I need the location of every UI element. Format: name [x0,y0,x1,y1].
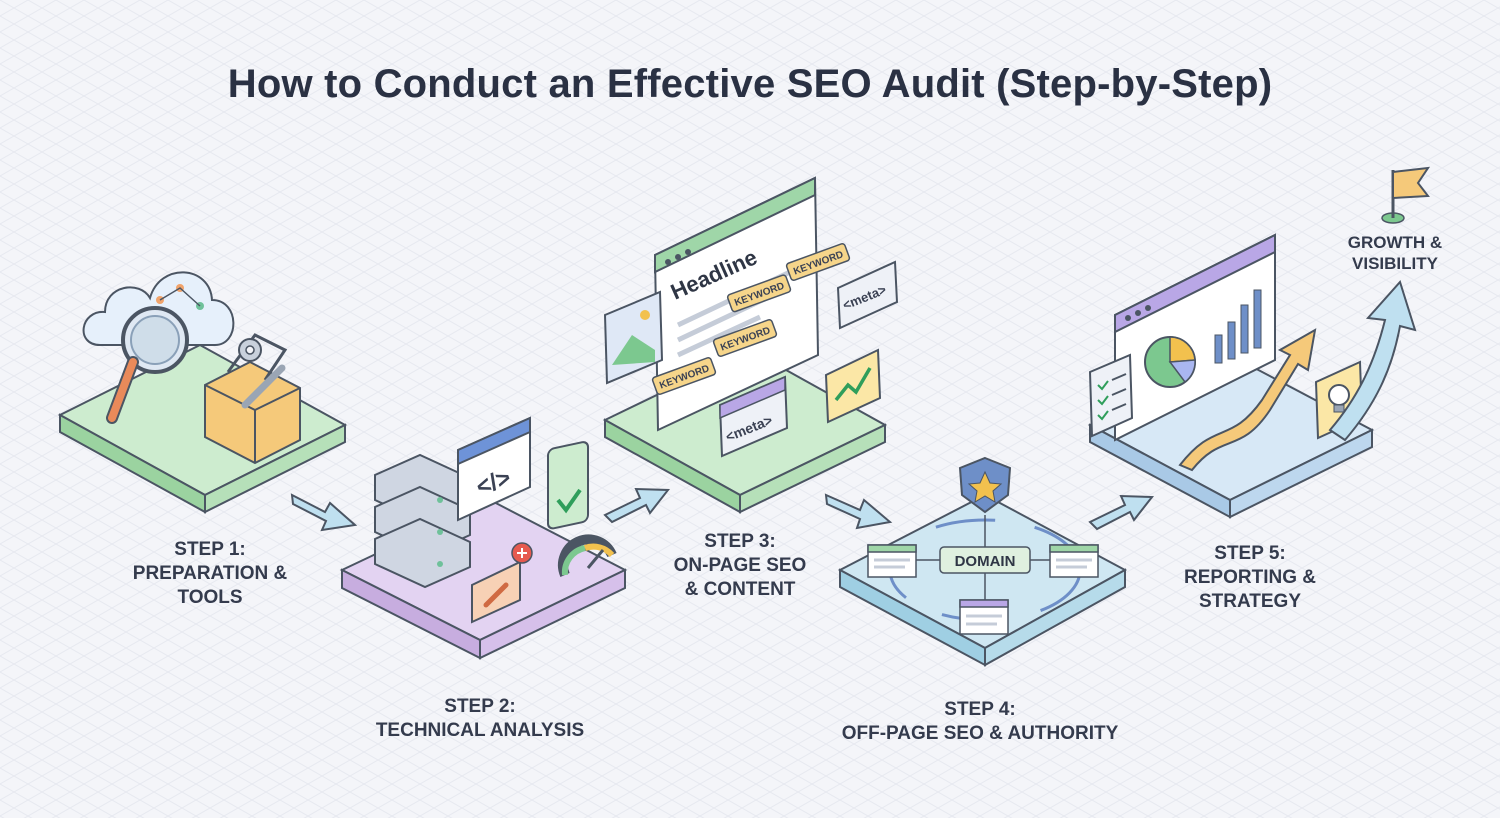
step1-title-line2: TOOLS [177,587,243,608]
speed-gauge-icon [558,534,617,577]
broken-link-icon [471,542,533,624]
step4-label: STEP 4: OFF-PAGE SEO & AUTHORITY [820,698,1140,746]
backlink-page-icon-left [867,544,917,578]
step3-label: STEP 3: ON-PAGE SEO & CONTENT [640,530,840,602]
goal-label-line2: VISIBILITY [1352,254,1438,273]
step5-label: STEP 5: REPORTING & STRATEGY [1150,542,1350,614]
domain-badge: DOMAIN [939,546,1031,574]
code-window-icon: </> [457,416,531,522]
growth-arrow-icon [1178,328,1317,472]
step2-platform [339,498,628,660]
step5-title-line1: REPORTING & [1184,567,1316,588]
page-title: How to Conduct an Effective SEO Audit (S… [227,62,1273,106]
step5-title-line2: STRATEGY [1198,591,1302,612]
step2-number: STEP 2: [444,696,516,717]
step2-label: STEP 2: TECHNICAL ANALYSIS [340,695,620,743]
shield-star-icon [958,456,1012,514]
step1-label: STEP 1: PREPARATION & TOOLS [110,538,310,610]
image-card-icon [603,290,664,385]
flow-arrow-4 [1088,494,1155,531]
goal-flag-icon [1381,166,1431,224]
step3-title-line1: ON-PAGE SEO [673,555,807,576]
flow-arrow-1 [290,493,358,532]
visibility-arrow-icon [1328,280,1417,442]
server-icon [374,453,471,589]
flow-arrow-3 [824,493,893,530]
step2-title: TECHNICAL ANALYSIS [375,720,585,741]
toolbox-icon [204,333,301,465]
dashboard-icon [1114,233,1276,442]
meta-tag-card-right: <meta> [836,260,899,330]
mobile-check-icon [547,441,589,530]
checklist-icon [1088,353,1134,438]
step4-number: STEP 4: [944,699,1016,720]
step5-number: STEP 5: [1214,543,1286,564]
step3-title-line2: & CONTENT [684,579,796,600]
goal-label-line1: GROWTH & [1347,233,1443,252]
flow-arrow-2 [603,487,671,524]
backlink-page-icon-right [1049,544,1099,578]
svg-text:DOMAIN: DOMAIN [955,553,1016,570]
step1-title-line1: PREPARATION & [132,563,288,584]
step4-title: OFF-PAGE SEO & AUTHORITY [841,723,1119,744]
goal-label: GROWTH & VISIBILITY [1315,232,1475,274]
trend-card-icon [824,348,882,424]
backlink-page-icon-bottom [959,599,1009,635]
step1-number: STEP 1: [174,539,246,560]
magnifier-icon [106,306,189,424]
step3-number: STEP 3: [704,531,776,552]
